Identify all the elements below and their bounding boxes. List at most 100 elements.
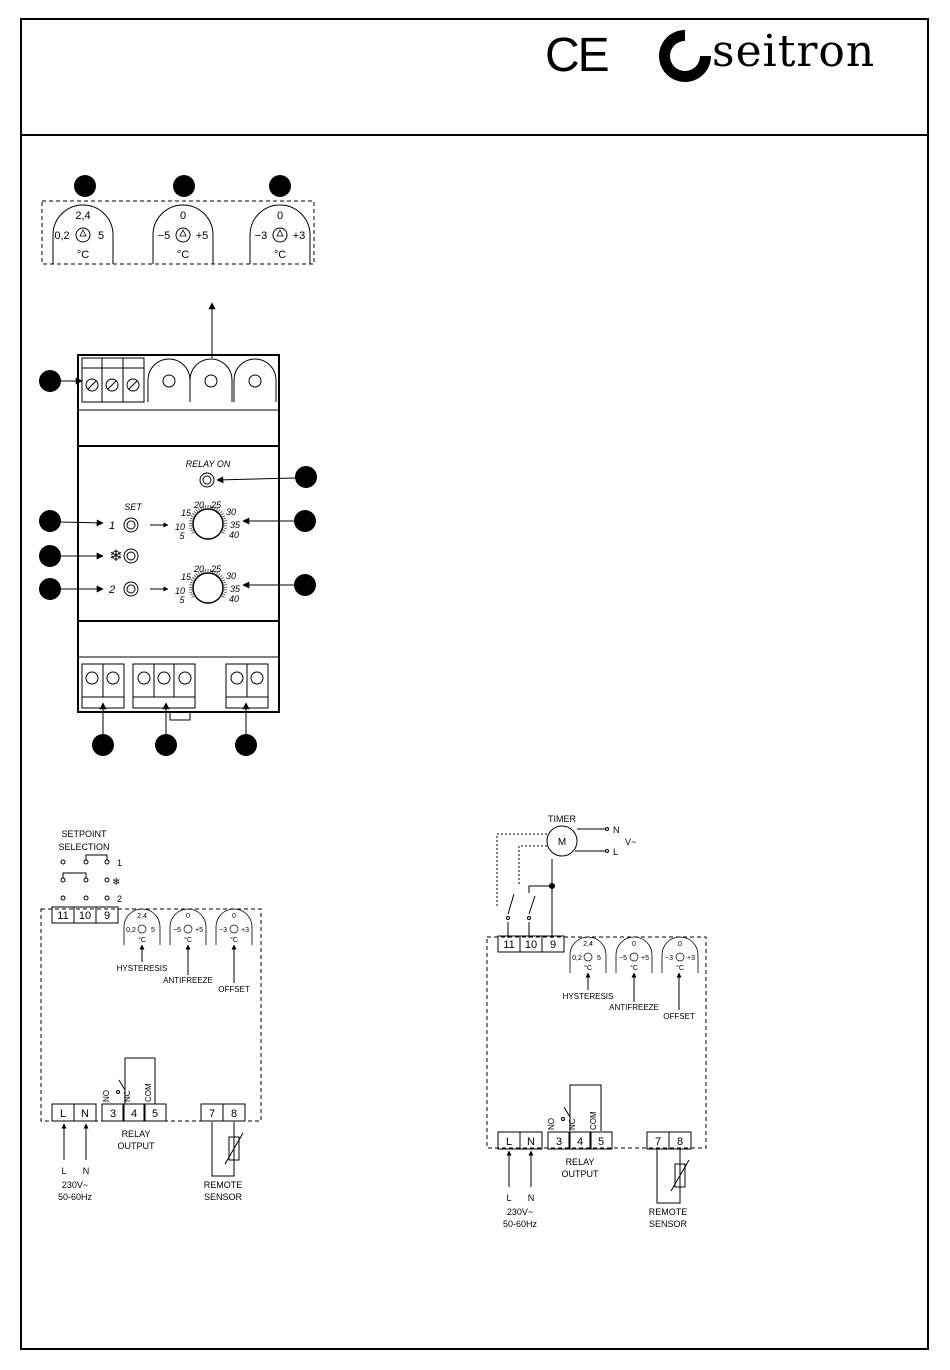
scale-tick [223, 527, 227, 529]
ch2-label: 2 [108, 584, 115, 596]
contact-label: NO [547, 1118, 556, 1130]
scale-tick [222, 529, 226, 532]
callout-dot [92, 734, 114, 756]
antifreeze-button [123, 548, 139, 564]
dial-left: 0,2 [54, 230, 69, 242]
relay-output-1: RELAY [122, 1129, 151, 1139]
remote-label: REMOTE [204, 1180, 243, 1190]
brand-name: seitron [712, 26, 876, 77]
scale-tick [191, 595, 195, 598]
scale-label: 30 [226, 507, 236, 517]
terminal [568, 1131, 592, 1150]
mini-dial-right: +3 [241, 927, 249, 934]
terminal-label: N [81, 1108, 89, 1120]
scale-tick [222, 593, 226, 596]
scale-tick [189, 520, 193, 522]
scale-tick [219, 511, 223, 514]
mini-dial-top: 2,4 [137, 913, 147, 920]
terminal [589, 1131, 613, 1150]
sensor-label: SENSOR [649, 1219, 688, 1229]
callout-dot [295, 466, 317, 488]
dial-unit: °C [77, 249, 89, 261]
callout-dot [74, 175, 96, 197]
selector-jumpers [60, 854, 110, 901]
scale-label: 15 [181, 572, 192, 582]
mini-dial-left: 0,2 [572, 955, 582, 962]
relay-output-2: OUTPUT [562, 1169, 600, 1179]
scale-tick [218, 573, 221, 576]
mini-dial-right: +3 [687, 955, 695, 962]
mini-dial-left: 0,2 [126, 927, 136, 934]
scale-tick [216, 571, 219, 575]
scale-label: 40 [229, 530, 239, 540]
v-label: V~ [625, 837, 636, 847]
scale-tick [223, 584, 227, 586]
contact-label: COM [589, 1111, 598, 1130]
mini-dial-top: 2,4 [583, 941, 593, 948]
terminal-label: 9 [550, 939, 556, 951]
scale-label: 5 [179, 595, 185, 605]
scale-label: 10 [175, 586, 185, 596]
terminal-label: 5 [598, 1136, 604, 1148]
dial-right: +5 [196, 230, 209, 242]
header-divider [20, 134, 929, 136]
dial-offset: 0 −3 +3 °C [249, 204, 311, 264]
scale-tick [212, 569, 214, 573]
dial-antifreeze: 0 −5 +5 °C [152, 204, 214, 264]
dial-top: 0 [180, 210, 186, 222]
scale-tick [190, 515, 194, 518]
scale-label: 35 [230, 520, 241, 530]
mini-dial-unit: °C [676, 964, 684, 972]
sensor-label: SENSOR [204, 1192, 243, 1202]
callout-dot [294, 510, 316, 532]
seitron-logo-icon [659, 30, 716, 82]
offset-label: OFFSET [663, 1012, 695, 1021]
contact-label: NC [568, 1118, 577, 1130]
dial-top: 0 [277, 210, 283, 222]
terminal-label: 11 [503, 939, 514, 951]
scale-tick [197, 507, 200, 511]
sel2-label: 2 [117, 894, 122, 904]
dial-unit: °C [177, 249, 189, 261]
contact-label: NC [123, 1090, 132, 1102]
callout-dot [294, 574, 316, 596]
terminal-label: 11 [57, 910, 68, 922]
scale-tick [189, 527, 193, 529]
scale-label: 15 [181, 508, 192, 518]
supply-frequency: 50-60Hz [503, 1219, 538, 1229]
terminal-label: 7 [655, 1136, 661, 1148]
remote-label: REMOTE [649, 1207, 688, 1217]
supply-l: L [506, 1193, 511, 1203]
terminal-label: 4 [577, 1136, 583, 1148]
dial-unit: °C [274, 249, 286, 261]
callout-dot [173, 175, 195, 197]
dial-hysteresis: 2,4 0,2 5 °C [52, 204, 114, 264]
terminal [519, 1131, 543, 1150]
callout-dot [235, 734, 257, 756]
setpoint-knob-1 [192, 508, 224, 540]
mini-dial-top: 0 [632, 941, 636, 948]
snowflake-icon: ❄ [112, 877, 120, 888]
dial-top: 2,4 [75, 210, 90, 222]
mini-dial-top: 0 [232, 913, 236, 920]
mini-dial-right: 5 [151, 927, 155, 934]
terminal [101, 1103, 125, 1122]
mini-dial-unit: °C [630, 964, 638, 972]
scale-tick [214, 506, 217, 510]
scale-label: 10 [175, 522, 185, 532]
l-label: L [613, 847, 618, 857]
set-button-1 [123, 517, 139, 533]
scale-tick [219, 575, 223, 578]
mini-dial-left: −5 [619, 955, 627, 962]
dial-left: −3 [255, 230, 268, 242]
scale-label: 25 [210, 500, 222, 510]
callout-dot [155, 734, 177, 756]
mini-dial-unit: °C [584, 964, 592, 972]
scale-tick [191, 531, 195, 534]
